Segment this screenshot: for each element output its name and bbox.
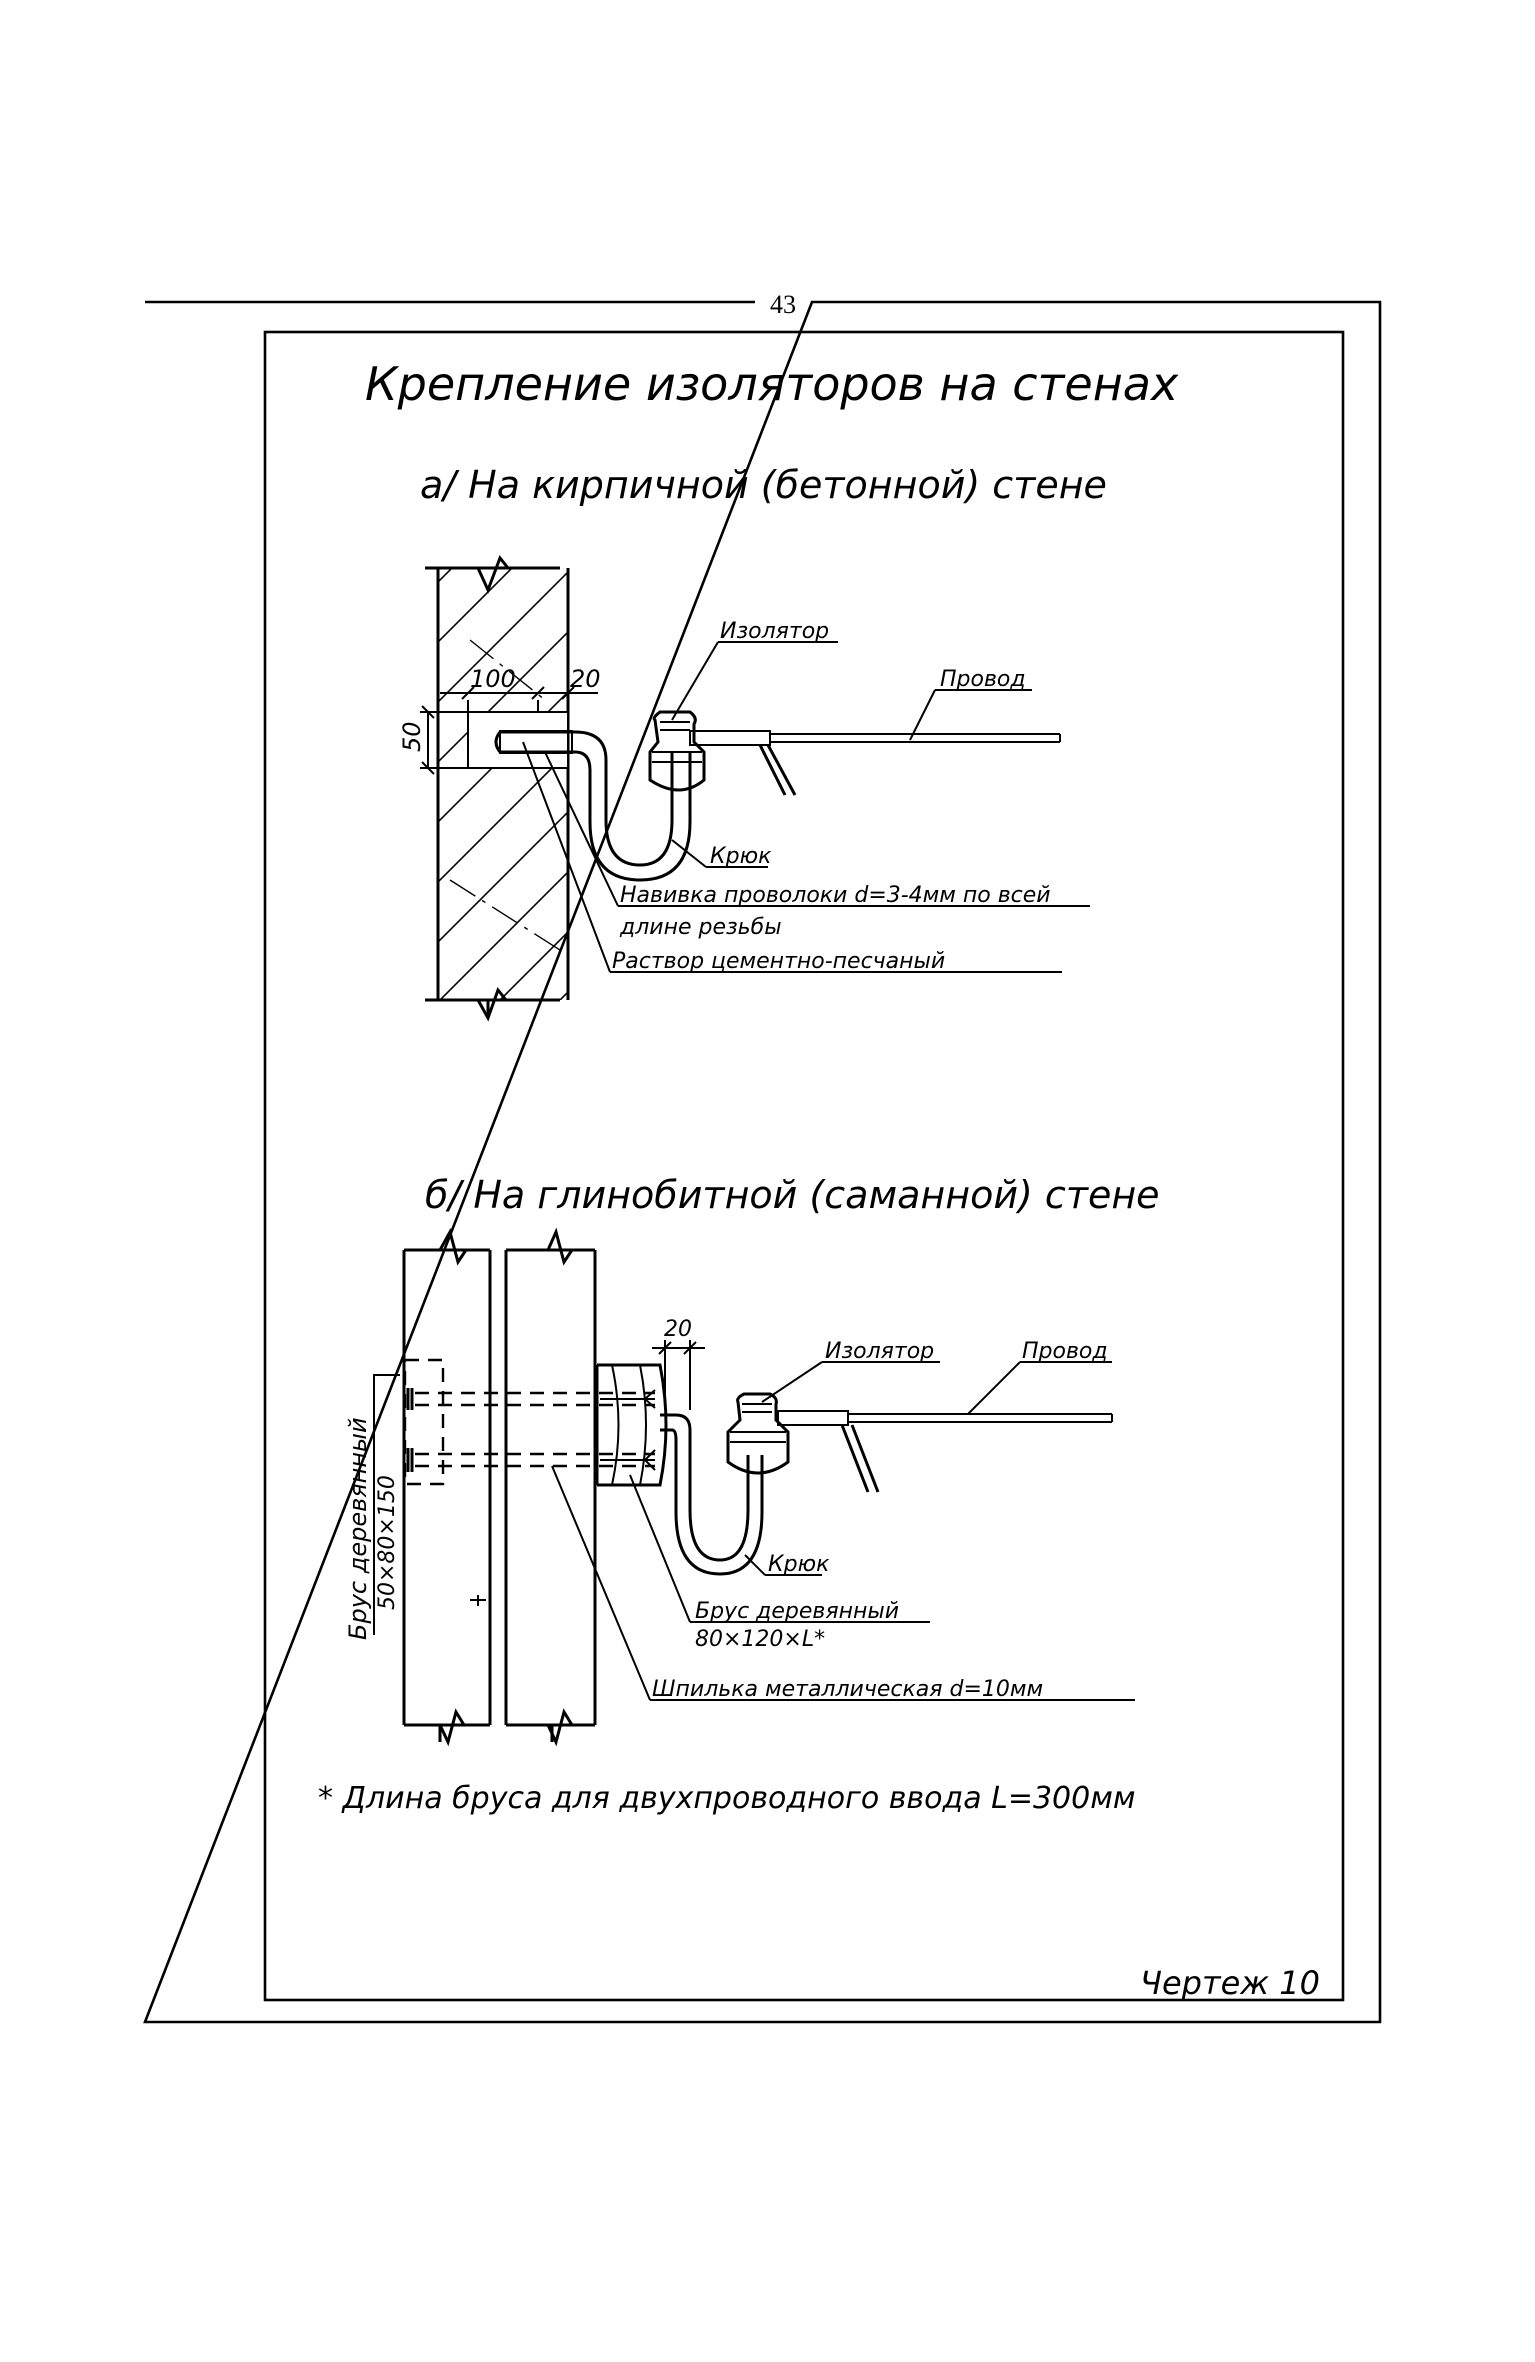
insulator-b [726,1392,790,1475]
clay-wall [402,1227,597,1747]
leaders-b [373,1361,1135,1701]
label-bolt: Шпилька металлическая d=10мм [652,1677,1043,1702]
dimension-lines-a [420,686,598,775]
section-a-heading: а/ На кирпичной (бетонной) стене [420,463,1107,507]
section-b-drawing: 20 Изолятор Провод [344,1227,1135,1747]
label-wire-a: Провод [940,667,1026,692]
label-mortar: Раствор цементно-песчаный [612,949,945,974]
label-side-beam: Брус деревянный [344,1417,372,1640]
dimension-20-label-b: 20 [664,1317,692,1342]
label-hook-a: Крюк [710,844,772,869]
drawing-number: Чертеж 10 [1140,1964,1320,2002]
side-beam [403,1358,445,1486]
bolts [406,1388,655,1472]
label-wire-b: Провод [1022,1339,1108,1364]
hook-b [660,1413,764,1576]
label-hook-b: Крюк [768,1552,830,1577]
label-insulator-a: Изолятор [720,619,829,644]
section-b-heading: б/ На глинобитной (саманной) стене [425,1173,1160,1217]
page-title: Крепление изоляторов на стенах [365,357,1179,411]
dimension-50-label: 50 [398,721,426,752]
label-side-beam-size: 50×80×150 [375,1475,400,1610]
inner-frame [263,330,1345,2002]
wire-a [689,730,1061,796]
label-beam-size: 80×120×L* [695,1627,825,1652]
label-winding: Навивка проволоки d=3-4мм по всей [620,883,1051,908]
label-winding-2: длине резьбы [619,915,782,940]
insulator-a [648,710,706,792]
dimension-100-label: 100 [470,665,516,693]
label-insulator-b: Изолятор [825,1339,934,1364]
wire-b [777,1410,1113,1493]
section-a-drawing: 100 20 50 Из [398,555,1090,1022]
leaders-a [522,641,1090,973]
label-beam: Брус деревянный [695,1599,899,1624]
dimension-20-label: 20 [570,665,601,693]
wooden-block [595,1363,668,1487]
hook-a [494,730,692,882]
footnote: * Длина бруса для двухпроводного ввода L… [318,1781,1136,1816]
brick-wall [425,555,570,1022]
dimension-lines-b [652,1340,705,1410]
page-number: 43 [770,290,796,319]
mortar-plug [467,711,569,769]
outer-frame [143,300,1382,2024]
